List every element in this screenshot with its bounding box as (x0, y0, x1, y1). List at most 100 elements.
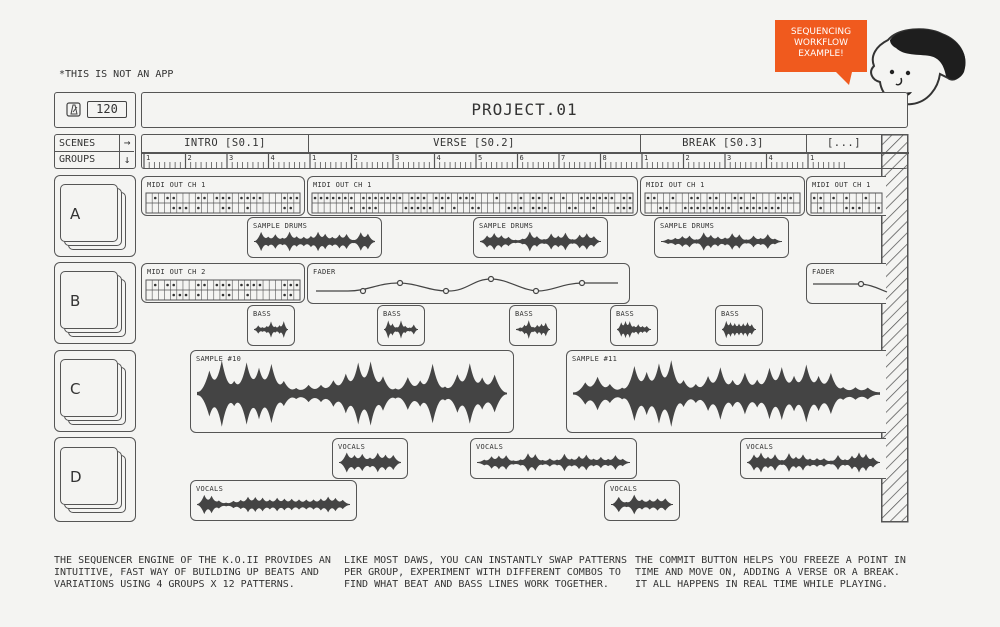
not-an-app-note: *THIS IS NOT AN APP (59, 69, 174, 80)
clip-midi-intro[interactable]: MIDI OUT CH 1 (141, 176, 305, 216)
waveform (617, 320, 651, 339)
bar-number: 1 (312, 154, 317, 162)
timeline-header: INTRO [S0.1] VERSE [S0.2] BREAK [S0.3] [… (141, 134, 909, 169)
group-d-panel[interactable]: D (54, 437, 136, 522)
scenes-label: SCENES (59, 138, 96, 149)
clip-midi-ch2[interactable]: MIDI OUT CH 2 (141, 263, 305, 303)
clip-label: MIDI OUT CH 2 (147, 268, 206, 276)
paragraph-line: TIME AND MOVE ON, ADDING A VERSE OR A BR… (635, 567, 900, 578)
group-c-letter: C (70, 380, 81, 398)
paragraph-line: PER GROUP, EXPERIMENT WITH DIFFERENT COM… (344, 567, 621, 578)
clip-label: BASS (383, 310, 402, 318)
tempo-box[interactable]: 120 (54, 92, 136, 128)
clip-bass-1[interactable]: BASS (247, 305, 295, 346)
step-grid (810, 192, 883, 214)
clip-fader-2[interactable]: FADER (806, 263, 888, 304)
group-d-key[interactable]: D (60, 447, 118, 505)
bubble-line-2: WORKFLOW (794, 38, 848, 48)
bar-ruler (143, 154, 845, 169)
group-b-panel[interactable]: B (54, 262, 136, 344)
clip-label: MIDI OUT CH 1 (812, 181, 871, 189)
clip-label: SAMPLE #10 (196, 355, 242, 363)
waveform (384, 320, 418, 339)
clip-label: FADER (313, 268, 336, 276)
clip-sample-drums-1[interactable]: SAMPLE DRUMS (247, 217, 382, 258)
paragraph-line: THE SEQUENCER ENGINE OF THE K.O.II PROVI… (54, 555, 331, 566)
description-commit: THE COMMIT BUTTON HELPS YOU FREEZE A POI… (635, 555, 915, 591)
bar-number: 3 (229, 154, 234, 162)
scene-tab-intro[interactable]: INTRO [S0.1] (142, 135, 309, 152)
row-labels: SCENES → GROUPS ↓ (54, 134, 136, 169)
group-a-panel[interactable]: A (54, 175, 136, 257)
description-sequencer: THE SEQUENCER ENGINE OF THE K.O.II PROVI… (54, 555, 344, 591)
clip-midi-more[interactable]: MIDI OUT CH 1 (806, 176, 886, 216)
bubble-line-3: EXAMPLE! (798, 49, 844, 59)
clip-midi-break[interactable]: MIDI OUT CH 1 (640, 176, 805, 216)
paragraph-line: IT ALL HAPPENS IN REAL TIME WHILE PLAYIN… (635, 579, 888, 590)
waveform (573, 360, 880, 427)
group-d-letter: D (70, 468, 82, 486)
bar-number: 8 (602, 154, 608, 162)
bar-number: 7 (561, 154, 566, 162)
bar-number: 2 (685, 154, 691, 162)
group-c-panel[interactable]: C (54, 350, 136, 432)
clip-sample-10[interactable]: SAMPLE #10 (190, 350, 514, 433)
scenes-arrow-icon[interactable]: → (119, 135, 134, 151)
clip-vocals-2[interactable]: VOCALS (470, 438, 637, 479)
bar-number: 3 (727, 154, 732, 162)
clip-sample-drums-3[interactable]: SAMPLE DRUMS (654, 217, 789, 258)
group-b-key[interactable]: B (60, 271, 118, 329)
paragraph-line: FIND WHAT BEAT AND BASS LINES WORK TOGET… (344, 579, 609, 590)
clip-label: MIDI OUT CH 1 (646, 181, 705, 189)
clip-fader-1[interactable]: FADER (307, 263, 630, 304)
bar-number: 4 (436, 154, 442, 162)
clip-label: BASS (253, 310, 272, 318)
clip-label: SAMPLE DRUMS (660, 222, 715, 230)
clip-bass-3[interactable]: BASS (509, 305, 557, 346)
clip-label: SAMPLE DRUMS (479, 222, 534, 230)
bubble-tail (836, 72, 852, 85)
clip-vocals-4[interactable]: VOCALS (190, 480, 357, 521)
clip-bass-5[interactable]: BASS (715, 305, 763, 346)
clip-vocals-5[interactable]: VOCALS (604, 480, 680, 521)
paragraph-line: INTUITIVE, FAST WAY OF BUILDING UP BEATS… (54, 567, 319, 578)
fader-automation-curve (813, 280, 888, 293)
project-title: PROJECT.01 (141, 92, 908, 128)
waveform (661, 232, 782, 251)
description-swap-patterns: LIKE MOST DAWS, YOU CAN INSTANTLY SWAP P… (344, 555, 634, 591)
bar-number: 1 (810, 154, 815, 162)
clip-sample-11[interactable]: SAMPLE #11 (566, 350, 886, 433)
group-c-key[interactable]: C (60, 359, 118, 417)
waveform (747, 452, 880, 473)
clip-sample-drums-2[interactable]: SAMPLE DRUMS (473, 217, 608, 258)
waveform (197, 494, 350, 515)
step-grid (145, 192, 301, 214)
groups-row: GROUPS ↓ (55, 152, 134, 168)
clip-vocals-3[interactable]: VOCALS (740, 438, 886, 479)
waveform (477, 453, 630, 472)
bar-number: 4 (270, 154, 276, 162)
scene-tab-more[interactable]: [...] (826, 137, 862, 149)
clip-label: VOCALS (196, 485, 224, 493)
clip-label: FADER (812, 268, 835, 276)
clip-label: BASS (515, 310, 534, 318)
waveform (197, 360, 507, 427)
clip-vocals-1[interactable]: VOCALS (332, 438, 408, 479)
bubble-line-1: SEQUENCING (790, 27, 852, 37)
waveform (722, 320, 756, 339)
group-a-key[interactable]: A (60, 184, 118, 242)
groups-arrow-icon[interactable]: ↓ (119, 152, 134, 168)
clip-label: SAMPLE #11 (572, 355, 618, 363)
clip-label: VOCALS (338, 443, 366, 451)
metronome-icon (66, 102, 81, 117)
scene-tab-verse[interactable]: VERSE [S0.2] (308, 135, 641, 152)
step-grid (644, 192, 801, 214)
clip-midi-verse[interactable]: MIDI OUT CH 1 (307, 176, 638, 216)
waveform (339, 452, 401, 473)
clip-bass-4[interactable]: BASS (610, 305, 658, 346)
group-b-letter: B (70, 292, 81, 310)
clip-label: MIDI OUT CH 1 (147, 181, 206, 189)
scene-tab-break[interactable]: BREAK [S0.3] (640, 135, 807, 152)
clip-bass-2[interactable]: BASS (377, 305, 425, 346)
step-grid (311, 192, 634, 214)
